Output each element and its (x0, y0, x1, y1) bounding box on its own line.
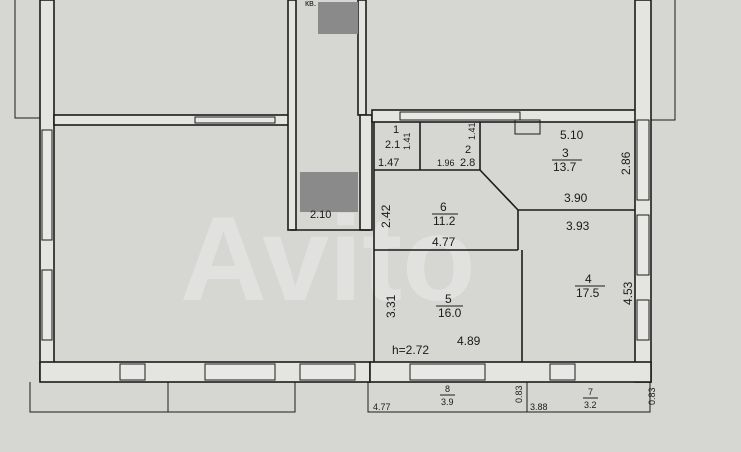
svg-text:6: 6 (440, 200, 447, 214)
room-area: 11.2 (433, 214, 456, 228)
room-area: 13.7 (553, 160, 577, 174)
room-area: 2.8 (460, 157, 475, 169)
svg-text:4.53: 4.53 (621, 281, 635, 305)
svg-text:3.93: 3.93 (566, 219, 590, 233)
room-area: 16.0 (438, 306, 462, 320)
corridor-dimension: 2.10 (310, 209, 331, 221)
svg-text:1.41: 1.41 (402, 132, 412, 150)
svg-text:4.77: 4.77 (432, 235, 456, 249)
svg-text:2.86: 2.86 (619, 151, 633, 175)
redaction-block (318, 2, 358, 34)
room-4: 3.93 4 17.5 4.53 (566, 219, 635, 305)
balcony-7: 7 3.2 3.88 0.83 (530, 387, 657, 412)
apartment-number-label: кв. (305, 0, 316, 8)
svg-text:7: 7 (588, 387, 593, 397)
room-3: 5.10 3 13.7 2.86 3.90 (552, 128, 633, 205)
svg-text:0.83: 0.83 (514, 385, 524, 403)
room-2: 2 2.8 1.41 1.96 (437, 122, 477, 169)
svg-text:1: 1 (393, 124, 399, 136)
svg-text:5: 5 (445, 292, 452, 306)
room-5: 5 16.0 3.31 4.89 h=2.72 (384, 292, 481, 357)
room-6: 6 11.2 2.42 4.77 (379, 200, 458, 249)
svg-text:2.42: 2.42 (379, 204, 393, 228)
svg-text:3.31: 3.31 (384, 294, 398, 318)
room-area: 3.2 (584, 400, 597, 410)
redaction-block (300, 172, 358, 212)
room-area: 2.1 (385, 139, 400, 151)
svg-text:4.89: 4.89 (457, 334, 481, 348)
svg-text:4: 4 (585, 272, 592, 286)
left-apartment-walls (14, 0, 371, 413)
corridor: кв. 2.10 (287, 0, 373, 231)
svg-text:0.83: 0.83 (647, 387, 657, 405)
balcony-8: 8 3.9 4.77 0.83 (373, 384, 524, 412)
svg-text:3: 3 (562, 146, 569, 160)
svg-text:1.96: 1.96 (437, 158, 455, 168)
right-apartment-walls (367, 0, 676, 413)
svg-text:3.90: 3.90 (564, 191, 588, 205)
room-area: 3.9 (441, 397, 454, 407)
svg-text:1.41: 1.41 (467, 122, 477, 140)
svg-text:4.77: 4.77 (373, 402, 391, 412)
svg-text:2: 2 (465, 144, 471, 156)
svg-text:1.47: 1.47 (378, 157, 399, 169)
watermark: Avito (180, 192, 476, 326)
room-area: 17.5 (576, 286, 600, 300)
svg-text:8: 8 (445, 384, 450, 394)
room-1: 1 2.1 1.41 1.47 (378, 124, 412, 169)
svg-text:3.88: 3.88 (530, 402, 548, 412)
svg-text:5.10: 5.10 (560, 128, 584, 142)
ceiling-height: h=2.72 (392, 343, 429, 357)
